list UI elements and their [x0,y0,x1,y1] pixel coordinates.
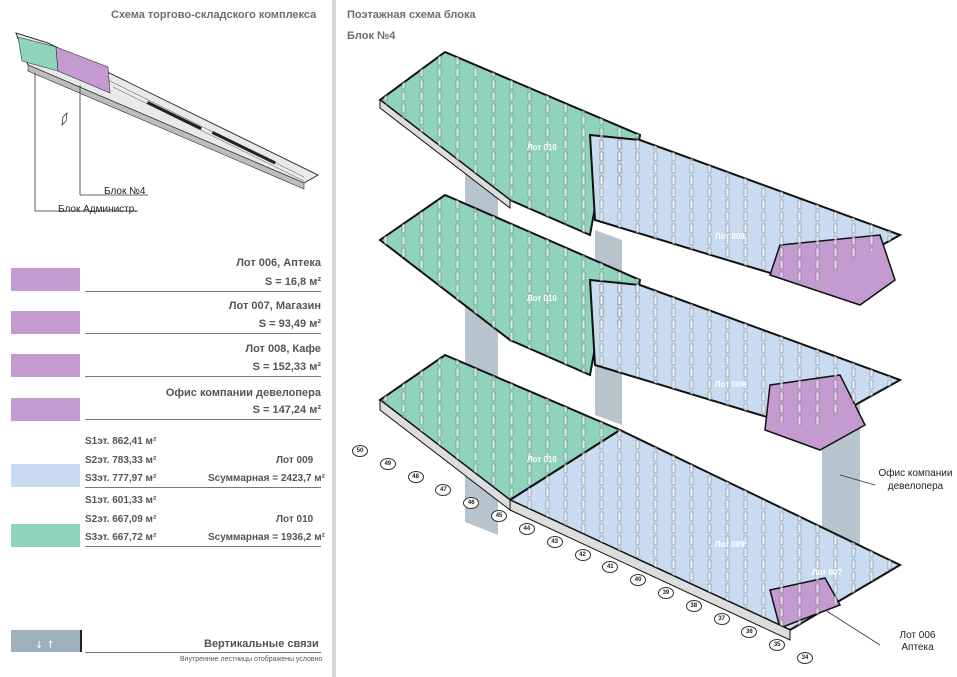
lot007-rule [85,333,321,334]
office-area: S = 147,24 м² [252,404,321,416]
callout-office-2: девелопера [887,481,944,492]
lot007-swatch [11,311,80,334]
lot009-s1: S1эт. 862,41 м² [85,436,157,447]
lot008-swatch [11,354,80,377]
axis-bubble: 46 [463,496,480,509]
office-rule [85,419,321,420]
axis-bubble: 38 [685,600,702,613]
axis-bubble: 42 [574,548,591,561]
axis-bubble: 36 [741,626,758,639]
axis-bubble: 47 [435,483,452,496]
callout-apteka: Аптека [901,642,934,653]
label-lot007: Лот 007 [812,568,842,577]
floor-2 [378,193,903,451]
vertical-swatch: ↓ ↑ [11,630,80,652]
floor-1 [378,353,903,641]
label-lot010-mid: Лот 010 [527,294,557,303]
vertical-rule [85,652,321,653]
left-title: Схема торгово-складского комплекса [111,9,317,21]
label-lot009-bot: Лот 009 [715,540,745,549]
vertical-note: Внутренние лестницы отображены условно [180,656,323,663]
axis-bubble: 45 [491,509,508,522]
complex-overview-drawing [15,32,320,212]
lot010-rule [85,546,321,547]
lot010-total: Sсуммарная = 1936,2 м² [208,532,325,543]
lot009-swatch [11,464,80,487]
office-swatch [11,398,80,421]
axis-bubble: 43 [546,535,563,548]
lot009-rule [85,487,321,488]
callout-admin: Блок Администр. [58,204,138,215]
lot007-area: S = 93,49 м² [258,318,321,330]
lot008-area: S = 152,33 м² [252,361,321,373]
lot006-swatch [11,268,80,291]
lot010-swatch [11,524,80,547]
panel-divider [332,0,336,677]
lot009-s2: S2эт. 783,33 м² [85,455,157,466]
axis-bubble: 50 [352,445,368,457]
callout-lot006: Лот 006 [899,630,936,641]
lot010-s2: S2эт. 667,09 м² [85,514,157,525]
lot009-total: Sсуммарная = 2423,7 м² [208,473,325,484]
right-title: Поэтажная схема блока [347,9,476,21]
lot009-name: Лот 009 [276,455,314,466]
axis-bubble: 44 [518,522,535,535]
axis-bubble: 40 [630,574,647,587]
axis-bubble: 35 [769,639,786,652]
axis-bubble: 41 [602,561,619,574]
vertical-swatch-edge [80,630,82,652]
label-lot009-top: Лот 009 [715,232,745,241]
lot010-s1: S1эт. 601,33 м² [85,495,157,506]
label-lot009-mid: Лот 009 [715,380,745,389]
lot010-s3: S3эт. 667,72 м² [85,532,157,543]
callout-office-1: Офис компании [878,468,953,479]
lot008-rule [85,376,321,377]
axis-bubble: 48 [407,470,424,483]
lot007-title: Лот 007, Магазин [228,300,321,312]
lot006-area: S = 16,8 м² [264,276,321,288]
vertical-title: Вертикальные связи [204,638,319,650]
lot006-rule [85,291,321,292]
office-title: Офис компании девелопера [165,387,321,399]
label-lot010-bot: Лот 010 [527,455,557,464]
axis-bubble: 34 [797,652,813,664]
axis-bubble: 37 [713,613,730,626]
lot008-title: Лот 008, Кафе [245,343,321,355]
floor-3 [378,50,903,306]
lot006-title: Лот 006, Аптека [236,257,321,269]
block-label: Блок №4 [347,30,396,42]
svg-text:↓ ↑: ↓ ↑ [35,640,55,651]
lot009-s3: S3эт. 777,97 м² [85,473,157,484]
axis-bubble: 49 [379,457,396,470]
axis-bubble: 39 [657,587,674,600]
label-lot010-top: Лот 010 [527,143,557,152]
callout-block4: Блок №4 [104,186,146,197]
lot010-name: Лот 010 [276,514,314,525]
floor-plan-drawing [378,50,903,646]
